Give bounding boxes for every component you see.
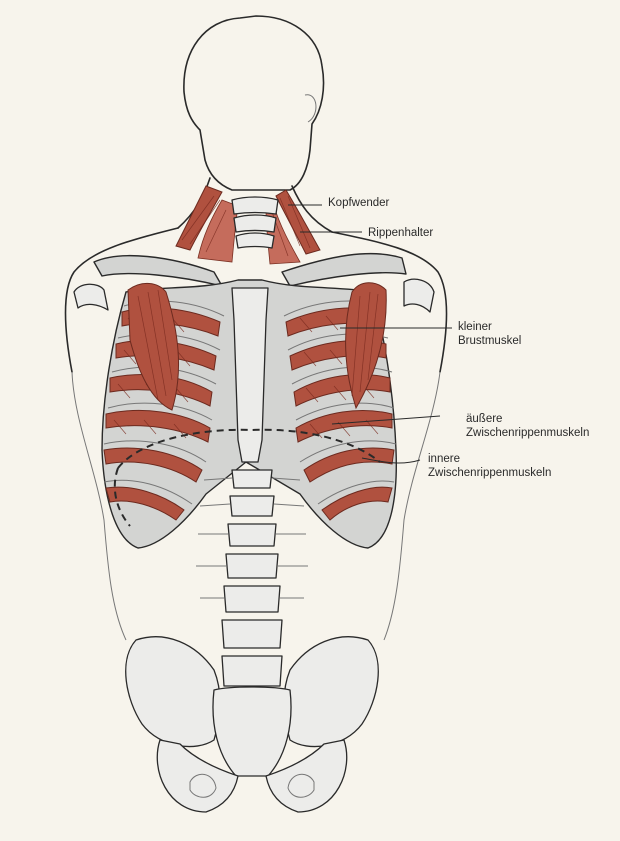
sacrum [213, 687, 291, 776]
vertebra [224, 586, 280, 612]
label-brustmuskel-line2: Brustmuskel [458, 334, 521, 348]
clavicle-right [282, 254, 406, 286]
label-innere-line2: Zwischenrippenmuskeln [428, 466, 551, 480]
clavicle-left [94, 256, 222, 286]
vertebra [228, 524, 276, 546]
vertebra [222, 620, 282, 648]
ear-outline [305, 95, 316, 122]
label-aeussere-line1: äußere [466, 412, 502, 426]
pelvis-left [126, 637, 220, 747]
vertebra [232, 470, 272, 488]
label-rippenhalter: Rippenhalter [368, 226, 433, 240]
lumbar-spine [222, 470, 282, 686]
vertebra [222, 656, 282, 686]
vertebra [230, 496, 274, 516]
label-aeussere-line2: Zwischenrippenmuskeln [466, 426, 589, 440]
cervical-vertebrae [232, 197, 278, 248]
head-outline [184, 16, 324, 190]
sternum [232, 288, 268, 462]
label-kopfwender: Kopfwender [328, 196, 389, 210]
pelvis-right [284, 637, 378, 747]
label-innere-line1: innere [428, 452, 460, 466]
shoulder-joint-right [404, 279, 434, 312]
label-kleiner-line1: kleiner [458, 320, 492, 334]
shoulder-joint-left [74, 284, 108, 310]
vertebra [226, 554, 278, 578]
